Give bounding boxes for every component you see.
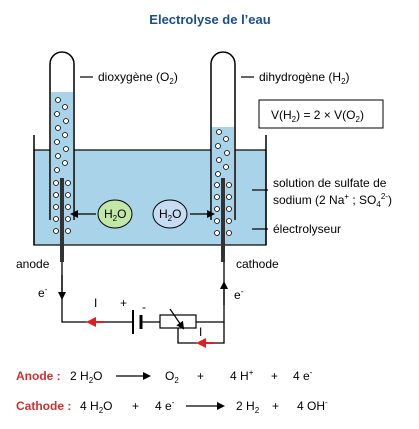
rheostat-slider	[169, 308, 185, 330]
oxygen-tube	[49, 51, 75, 220]
battery-minus: -	[142, 300, 146, 314]
hydrogen-tube	[210, 51, 236, 220]
hydrogen-bubbles	[214, 129, 232, 236]
svg-text:Anode :: Anode :	[16, 369, 61, 383]
svg-text:2 H2: 2 H2	[236, 399, 260, 415]
svg-text:4 e-: 4 e-	[293, 368, 313, 383]
h2-label: dihydrogène (H2)	[259, 70, 350, 86]
svg-text:4 H2O: 4 H2O	[80, 399, 112, 415]
anode-equation: Anode : 2 H2O O2 + 4 H+ + 4 e-	[16, 368, 313, 385]
water-molecule-right	[152, 199, 188, 229]
water-molecule-left	[97, 199, 133, 229]
electrolyseur-label: électrolyseur	[273, 222, 341, 236]
cathode-equation: Cathode : 4 H2O + 4 e- 2 H2 + 4 OH-	[16, 398, 328, 415]
svg-text:+: +	[132, 399, 139, 413]
volume-relation: V(H2) = 2 × V(O2)	[271, 108, 364, 124]
svg-text:H2O: H2O	[159, 207, 181, 223]
svg-text:+: +	[197, 369, 204, 383]
electron-label-left: e-	[38, 285, 48, 300]
volume-relation-box	[258, 99, 384, 129]
o2-label: dioxygène (O2)	[98, 70, 178, 86]
current-label-right: I	[199, 325, 202, 339]
oxygen-bubbles	[53, 97, 71, 234]
current-label-left: I	[94, 296, 97, 310]
svg-text:+: +	[272, 399, 279, 413]
svg-text:O2: O2	[165, 369, 179, 385]
anode-electrode	[60, 178, 64, 262]
svg-text:+: +	[271, 369, 278, 383]
svg-text:4 e-: 4 e-	[155, 398, 175, 413]
battery-plus: +	[120, 296, 127, 310]
diagram-title: Electrolyse de l’eau	[149, 12, 270, 27]
svg-text:4 H+: 4 H+	[230, 368, 254, 383]
svg-text:H2O: H2O	[104, 207, 126, 223]
cathode-label: cathode	[236, 257, 279, 271]
electron-label-right: e-	[234, 287, 244, 302]
cathode-electrode	[221, 178, 225, 262]
anode-label: anode	[16, 257, 50, 271]
svg-text:2 H2O: 2 H2O	[70, 369, 102, 385]
svg-text:Cathode :: Cathode :	[16, 399, 71, 413]
solution-label-line2: sodium (2 Na+ ; SO42-)	[273, 192, 392, 209]
svg-text:4 OH-: 4 OH-	[297, 398, 328, 413]
solution-label-line1: solution de sulfate de	[273, 176, 387, 190]
